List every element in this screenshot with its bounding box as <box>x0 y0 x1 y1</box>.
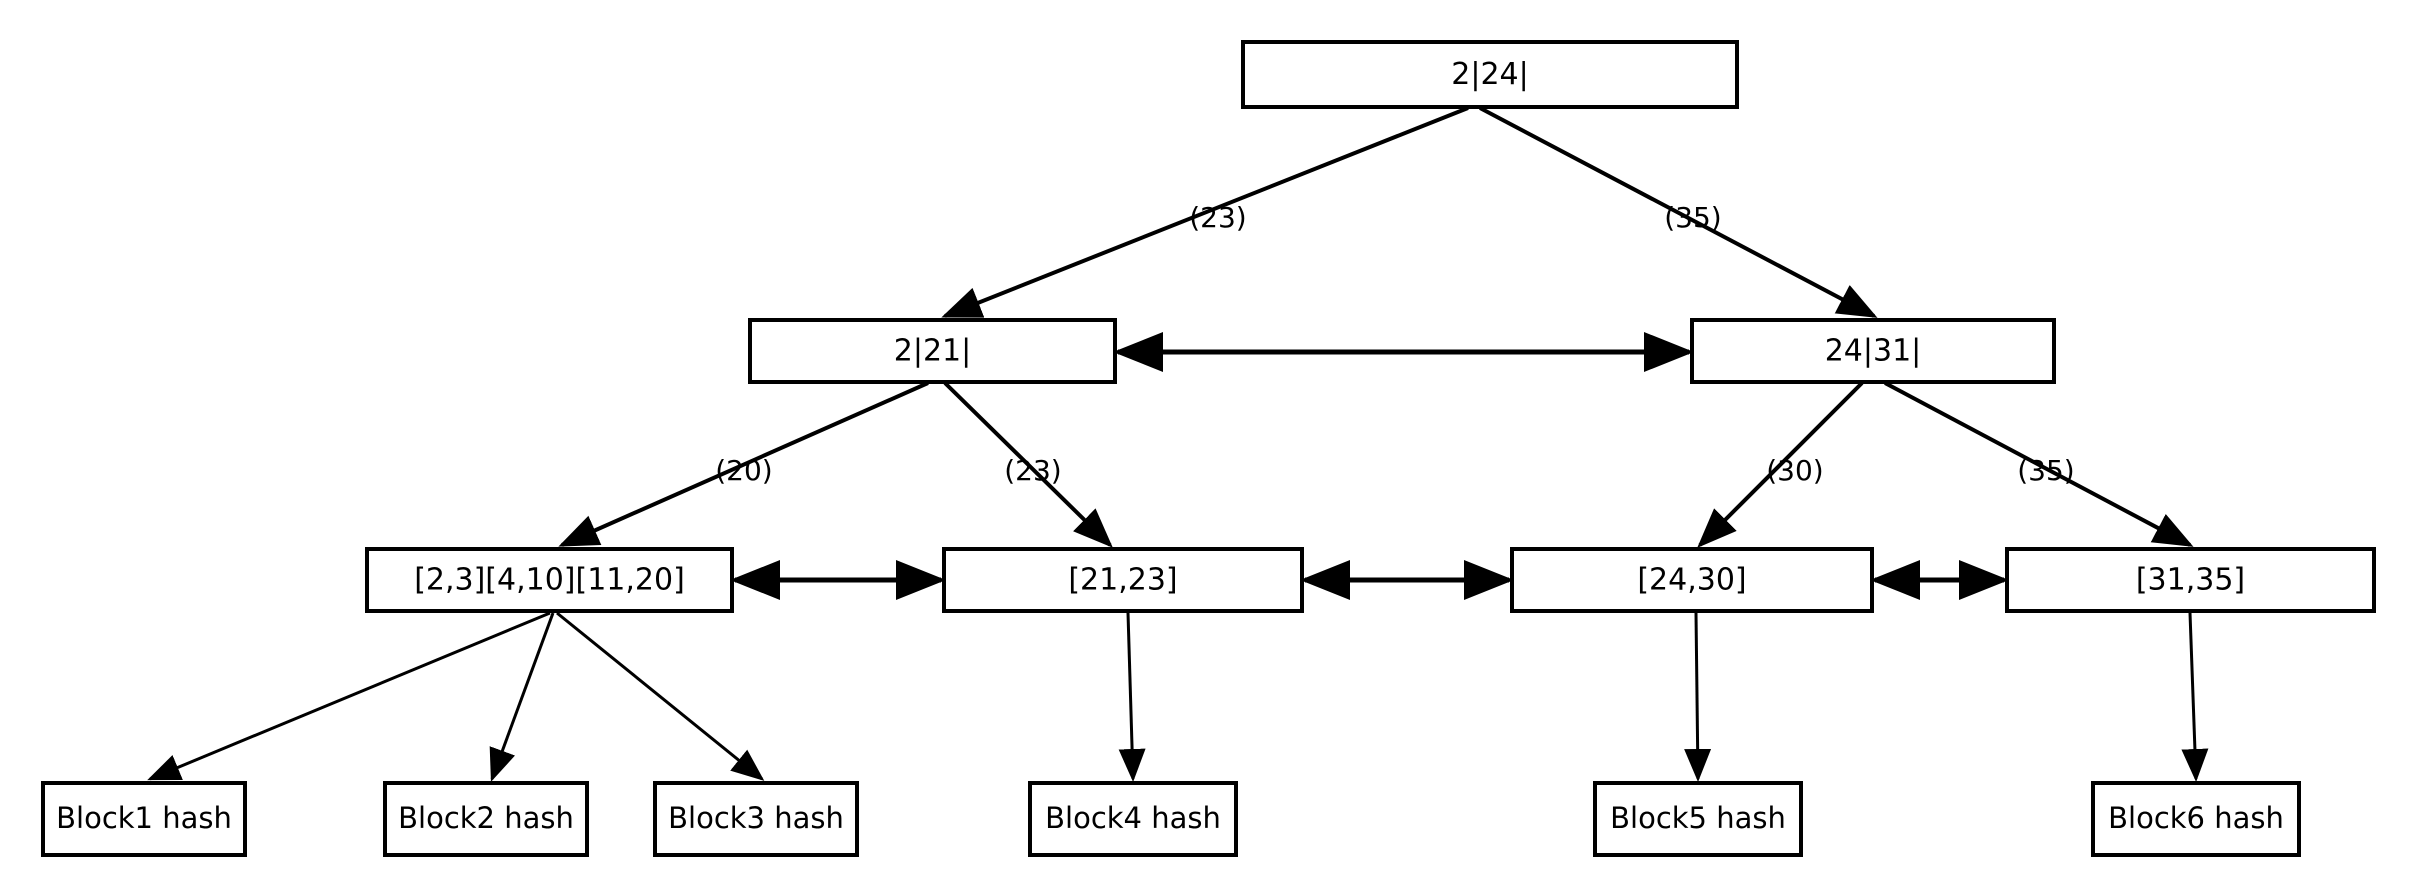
block-node-5-rect[interactable] <box>1593 781 1803 857</box>
internal-node-1[interactable]: 2|21| <box>748 318 1117 384</box>
nodes-group: 2|24| 2|21| 24|31| [2,3][4,10][11,20] [21,23… <box>41 40 2376 857</box>
block-node-1[interactable]: Block1 hash <box>41 781 247 857</box>
block-node-2-rect[interactable] <box>383 781 589 857</box>
block-node-5[interactable]: Block5 hash <box>1593 781 1803 857</box>
block-node-3-rect[interactable] <box>653 781 859 857</box>
block-node-6-label: Block6 hash <box>2108 801 2284 835</box>
internal-node-1-label: 2|21| <box>894 334 971 369</box>
tree-edge-2 <box>1479 106 1878 318</box>
tree-edge-label-3: (20) <box>715 454 772 487</box>
leaf-node-2-rect[interactable] <box>942 547 1304 613</box>
leaf-node-4-rect[interactable] <box>2005 547 2376 613</box>
tree-edge-label-5: (30) <box>1766 454 1823 487</box>
edge-labels-group: (23) (35) (20) (23) (30) (35) <box>715 201 2074 487</box>
block-node-2[interactable]: Block2 hash <box>383 781 589 857</box>
leaf-node-3[interactable]: [24,30] <box>1510 547 1874 613</box>
block-node-1-rect[interactable] <box>41 781 247 857</box>
block-pointer-3 <box>556 611 765 781</box>
tree-edge-label-1: (23) <box>1189 201 1246 234</box>
root-node[interactable]: 2|24| <box>1241 40 1739 109</box>
internal-node-1-rect[interactable] <box>748 318 1117 384</box>
block-node-4-label: Block4 hash <box>1045 801 1221 835</box>
leaf-node-4-label: [31,35] <box>2136 563 2245 598</box>
block-pointer-5 <box>1684 612 1712 782</box>
leaf-node-1[interactable]: [2,3][4,10][11,20] <box>365 547 734 613</box>
leaf-node-1-label: [2,3][4,10][11,20] <box>414 563 685 598</box>
tree-edge-label-6: (35) <box>2017 454 2074 487</box>
leaf-node-2[interactable]: [21,23] <box>942 547 1304 613</box>
block-node-1-label: Block1 hash <box>56 801 232 835</box>
leaf-node-1-rect[interactable] <box>365 547 734 613</box>
block-pointers-group <box>147 611 2209 782</box>
sibling-links-group <box>730 332 2009 600</box>
tree-edges-group <box>558 106 2194 548</box>
block-node-2-label: Block2 hash <box>398 801 574 835</box>
block-pointer-2 <box>489 612 555 782</box>
tree-edge-5 <box>1697 381 1864 548</box>
block-node-3[interactable]: Block3 hash <box>653 781 859 857</box>
leaf-node-3-label: [24,30] <box>1637 563 1746 598</box>
block-node-3-label: Block3 hash <box>668 801 844 835</box>
block-pointer-4 <box>1118 612 1146 782</box>
tree-edge-label-4: (23) <box>1004 454 1061 487</box>
root-node-rect[interactable] <box>1241 40 1739 109</box>
internal-node-2[interactable]: 24|31| <box>1690 318 2056 384</box>
leaf-node-2-label: [21,23] <box>1068 563 1177 598</box>
tree-edge-3 <box>558 381 929 547</box>
tree-edge-4 <box>943 381 1113 548</box>
leaf-node-3-rect[interactable] <box>1510 547 1874 613</box>
block-node-6-rect[interactable] <box>2091 781 2301 857</box>
tree-edge-1 <box>941 106 1469 318</box>
tree-edge-label-2: (35) <box>1664 201 1721 234</box>
internal-node-2-rect[interactable] <box>1690 318 2056 384</box>
block-node-6[interactable]: Block6 hash <box>2091 781 2301 857</box>
block-node-4-rect[interactable] <box>1028 781 1238 857</box>
block-node-5-label: Block5 hash <box>1610 801 1786 835</box>
block-node-4[interactable]: Block4 hash <box>1028 781 1238 857</box>
block-pointer-6 <box>2181 612 2209 782</box>
tree-edge-6 <box>1884 381 2194 547</box>
internal-node-2-label: 24|31| <box>1825 334 1922 369</box>
block-pointer-1 <box>147 611 551 781</box>
root-node-label: 2|24| <box>1451 57 1528 92</box>
leaf-node-4[interactable]: [31,35] <box>2005 547 2376 613</box>
